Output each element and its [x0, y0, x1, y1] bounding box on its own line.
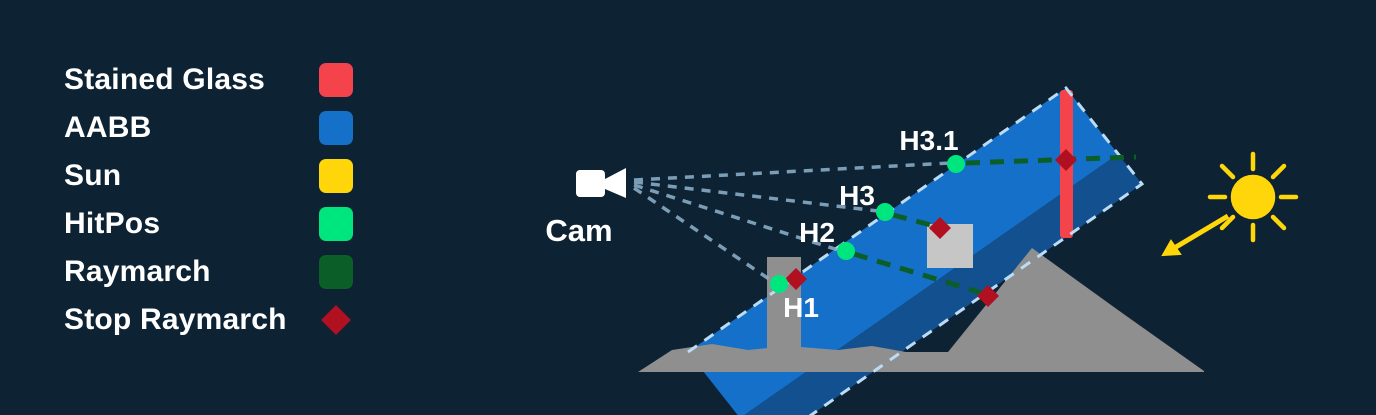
hitpos-dot-h2 [837, 242, 855, 260]
legend-label-stop-raymarch: Stop Raymarch [64, 303, 287, 336]
legend-item-raymarch: Raymarch [64, 248, 354, 296]
hitpos-dot-h1 [770, 275, 788, 293]
legend-label-hitpos: HitPos [64, 207, 161, 240]
h2-label: H2 [799, 217, 835, 248]
raymarch-swatch [319, 255, 353, 289]
stop-raymarch-diamond-swatch [321, 305, 351, 335]
camera-rays [633, 161, 951, 285]
camera-ray-h3-1 [633, 161, 951, 182]
legend-label-stained-glass: Stained Glass [64, 63, 266, 96]
legend-label-raymarch: Raymarch [64, 255, 211, 288]
sun-arrow-shaft [1174, 213, 1230, 250]
legend-label-aabb: AABB [64, 111, 152, 144]
hitpos-dot-h3-1 [947, 155, 965, 173]
camera-ray-h3 [633, 180, 879, 213]
sun-ray [1219, 214, 1236, 231]
raymarch-line-h3 [892, 212, 932, 228]
hitpos-swatch [319, 207, 353, 241]
sun-icon [1207, 151, 1299, 243]
camera-cone [605, 168, 626, 198]
sun-ray [1219, 163, 1236, 180]
legend-label-sun: Sun [64, 159, 122, 192]
legend-item-stop-raymarch: Stop Raymarch [64, 296, 354, 344]
legend: Stained Glass AABB Sun HitPos Raymarch [64, 56, 354, 344]
hitpos-dot-h3 [876, 203, 894, 221]
terrain [638, 248, 1204, 372]
stained-glass-swatch [319, 63, 353, 97]
stop-diamond-glass [1055, 149, 1077, 171]
stop-diamond-exit [977, 285, 999, 307]
camera-icon [576, 168, 626, 198]
raymarch-line-h3-1 [965, 154, 1137, 166]
aabb-outline [687, 85, 1145, 415]
camera-body [576, 170, 605, 197]
sun-direction-arrow [1161, 213, 1230, 257]
legend-item-aabb: AABB [64, 104, 354, 152]
stop-diamonds [785, 149, 1077, 307]
h3-label: H3 [839, 180, 875, 211]
camera-label: Cam [545, 213, 612, 248]
aabb-swatch [319, 111, 353, 145]
stop-diamond-pillar [785, 268, 807, 290]
h3-1-label: H3.1 [899, 125, 958, 156]
h1-label: H1 [783, 292, 819, 323]
legend-item-hitpos: HitPos [64, 200, 354, 248]
camera-ray-h1 [633, 186, 776, 285]
sun-swatch [319, 159, 353, 193]
sun-arrow-head [1161, 239, 1182, 257]
legend-item-stained-glass: Stained Glass [64, 56, 354, 104]
stop-diamond-box [929, 217, 951, 239]
sun-ray [1270, 163, 1287, 180]
raymarch-lines [853, 154, 1137, 296]
sun-core [1230, 174, 1276, 220]
sun-ray [1270, 214, 1287, 231]
legend-item-sun: Sun [64, 152, 354, 200]
hitpos-dots [770, 155, 965, 293]
camera-ray-h2 [633, 183, 839, 252]
